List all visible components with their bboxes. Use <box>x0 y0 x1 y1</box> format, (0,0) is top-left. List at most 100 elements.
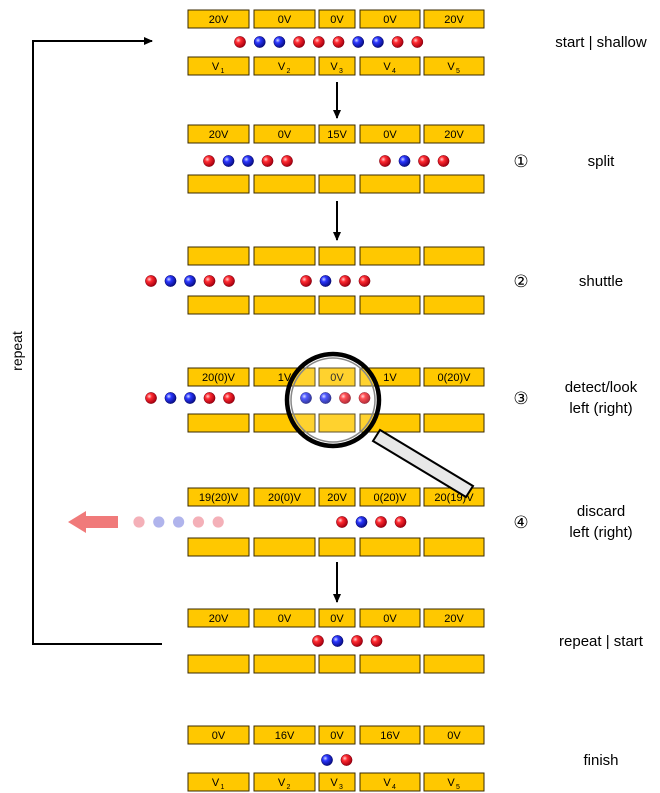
shuttle-right-ion-4-red <box>358 275 371 287</box>
discard-top-electrode-4 <box>359 487 421 507</box>
finish-bottom-electrode-5 <box>423 772 485 792</box>
discard-right-ion-4-red <box>394 516 407 528</box>
repeat-loop-arrow-icon <box>32 37 162 645</box>
start-chain-ion-7-blue <box>352 36 365 48</box>
start-chain-ion-9-red <box>391 36 404 48</box>
start-chain-ion-1-red <box>234 36 246 48</box>
shuttle-top-electrode-1 <box>187 246 250 266</box>
detect-left-ion-5-red <box>223 392 235 404</box>
discard-bottom-electrode-5 <box>423 537 485 557</box>
split-left-ion-3-blue <box>242 155 254 167</box>
shuttle-right-ion-3-red <box>339 275 351 287</box>
finish-top-voltage-label-4: 16V <box>380 730 400 742</box>
repeat-side-label: repeat <box>9 331 25 371</box>
start-bottom-electrode-2 <box>253 56 316 76</box>
finish-chain-ion-2-red <box>340 754 353 766</box>
shuttle-bottom-electrode-5 <box>423 295 485 315</box>
split-left-ion-1-red <box>203 155 215 167</box>
shuttle-step-label: shuttle <box>579 273 623 290</box>
finish-bottom-electrode-subscript-2: 2 <box>287 784 291 791</box>
start-top-electrode-2 <box>253 9 316 29</box>
start-bottom-electrode-name-4: V <box>383 61 391 73</box>
start-bottom-electrode-1 <box>187 56 250 76</box>
shuttle-bottom-electrode-4 <box>359 295 421 315</box>
repeat-top-electrode-3 <box>318 608 356 628</box>
finish-bottom-electrode-subscript-4: 4 <box>392 784 396 791</box>
shuttle-bottom-electrode-3 <box>318 295 356 315</box>
shuttle-left-ion-2-blue <box>164 275 177 287</box>
discard-faded-ion-3-blue <box>173 516 185 528</box>
start-top-voltage-label-1: 20V <box>209 14 229 26</box>
magnifier-lens <box>284 351 382 449</box>
finish-bottom-electrode-name-4: V <box>383 777 391 789</box>
start-top-voltage-label-5: 20V <box>444 14 464 26</box>
detect-bottom-electrode-2 <box>253 413 316 433</box>
ion-layer <box>133 36 450 766</box>
discard-arrow-icon <box>68 511 118 533</box>
discard-right-ion-2-blue <box>355 516 368 528</box>
detect-top-electrode-2 <box>253 367 316 387</box>
repeat-top-electrode-1 <box>187 608 250 628</box>
detect-step-label-line-1: detect/look <box>565 379 638 396</box>
start-bottom-electrode-name-2: V <box>278 61 286 73</box>
repeat-step-label: repeat | start <box>559 633 644 650</box>
start-top-electrode-5 <box>423 9 485 29</box>
finish-bottom-electrode-3 <box>318 772 356 792</box>
split-top-electrode-4 <box>359 124 421 144</box>
discard-step-number: ④ <box>513 513 528 533</box>
finish-top-voltage-label-5: 0V <box>447 730 461 742</box>
split-top-electrode-3 <box>318 124 356 144</box>
detect-bottom-electrode-1 <box>187 413 250 433</box>
detect-top-voltage-label-3: 0V <box>330 372 344 384</box>
finish-top-electrode-3 <box>318 725 356 745</box>
detect-top-voltage-label-5: 0(20)V <box>437 372 471 384</box>
repeat-top-voltage-label-1: 20V <box>209 613 229 625</box>
split-bottom-electrode-4 <box>359 174 421 194</box>
discard-bottom-electrode-1 <box>187 537 250 557</box>
finish-top-voltage-label-3: 0V <box>330 730 344 742</box>
discard-step-label-line-1: discard <box>577 503 625 520</box>
repeat-bottom-electrode-4 <box>359 654 421 674</box>
discard-bottom-electrode-3 <box>318 537 356 557</box>
repeat-top-voltage-label-3: 0V <box>330 613 344 625</box>
discard-right-ion-3-red <box>375 516 387 528</box>
finish-bottom-electrode-subscript-3: 3 <box>339 784 343 791</box>
repeat-chain-ion-1-red <box>312 635 324 647</box>
split-top-voltage-label-2: 0V <box>278 129 292 141</box>
split-bottom-electrode-3 <box>318 174 356 194</box>
start-bottom-electrode-5 <box>423 56 485 76</box>
finish-top-voltage-label-2: 16V <box>275 730 295 742</box>
start-bottom-electrode-subscript-5: 5 <box>456 68 460 75</box>
finish-top-electrode-5 <box>423 725 485 745</box>
split-right-ion-4-red <box>437 155 450 167</box>
finish-step-label: finish <box>583 752 618 769</box>
repeat-top-voltage-label-2: 0V <box>278 613 292 625</box>
repeat-top-electrode-5 <box>423 608 485 628</box>
detect-top-electrode-3 <box>318 367 356 387</box>
split-right-ion-1-red <box>379 155 391 167</box>
detect-bottom-electrode-3 <box>318 413 356 433</box>
detect-top-electrode-5 <box>423 367 485 387</box>
finish-chain-ion-1-blue <box>321 754 333 766</box>
detect-left-ion-1-red <box>145 392 157 404</box>
split-right-ion-2-blue <box>398 155 411 167</box>
split-bottom-electrode-1 <box>187 174 250 194</box>
start-chain-ion-5-red <box>312 36 325 48</box>
shuttle-top-electrode-2 <box>253 246 316 266</box>
detect-right-ion-3-red <box>339 392 351 404</box>
start-bottom-electrode-name-3: V <box>330 61 338 73</box>
detect-left-ion-2-blue <box>164 392 177 404</box>
discard-top-voltage-label-4: 0(20)V <box>373 492 407 504</box>
repeat-bottom-electrode-2 <box>253 654 316 674</box>
split-top-electrode-1 <box>187 124 250 144</box>
finish-bottom-electrode-4 <box>359 772 421 792</box>
start-bottom-electrode-4 <box>359 56 421 76</box>
detect-right-ion-1-blue <box>300 392 312 404</box>
start-chain-ion-2-blue <box>253 36 266 48</box>
split-bottom-electrode-5 <box>423 174 485 194</box>
shuttle-bottom-electrode-2 <box>253 295 316 315</box>
discard-faded-ion-5-red <box>212 516 224 528</box>
split-top-voltage-label-1: 20V <box>209 129 229 141</box>
start-top-voltage-label-2: 0V <box>278 14 292 26</box>
magnifier-handle <box>371 428 475 499</box>
